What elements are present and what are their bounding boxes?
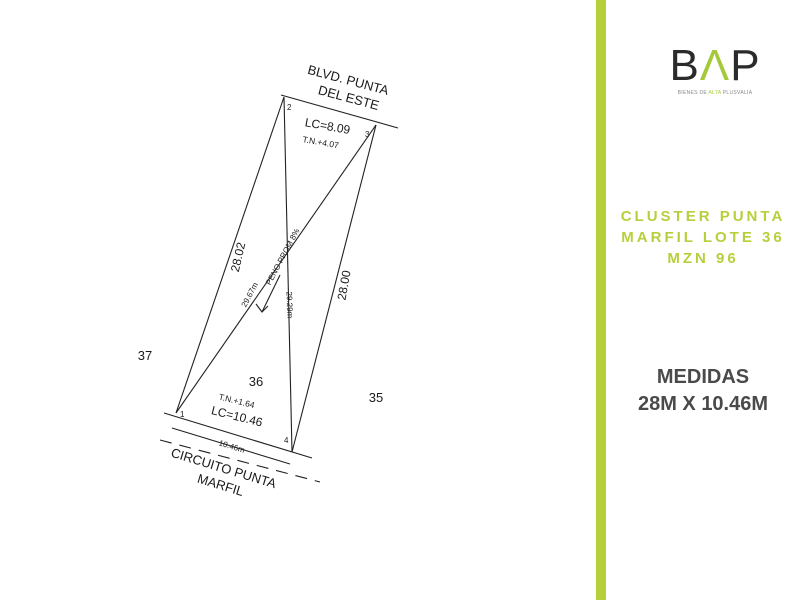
diagonal-b-length: 29.29m — [285, 291, 295, 318]
boundary-left — [175, 96, 285, 414]
lc-bottom: LC=10.46 — [210, 403, 265, 429]
logo-letter-a: Λ — [699, 41, 731, 90]
slope-arrow — [255, 274, 281, 313]
street-line-bottom — [163, 412, 313, 459]
diagonal-a-length: 29.67m — [240, 281, 261, 309]
diagonal-3-1 — [175, 124, 377, 414]
logo-letter-b: B — [669, 41, 700, 90]
lot-36-label: 36 — [249, 374, 263, 389]
vertex-1: 1 — [180, 410, 185, 419]
accent-bar — [596, 0, 606, 600]
property-title: CLUSTER PUNTA MARFIL LOTE 36 MZN 96 — [606, 206, 800, 269]
street-top-label: BLVD. PUNTA DEL ESTE — [306, 62, 391, 113]
tn-top: T.N.+4.07 — [302, 134, 340, 150]
lc-top: LC=8.09 — [304, 115, 352, 137]
title-line: CLUSTER PUNTA — [620, 208, 786, 225]
lot-37-label: 37 — [138, 348, 152, 363]
dimension-line — [171, 427, 291, 465]
measures-block: MEDIDAS 28M X 10.46M — [606, 364, 800, 418]
lot-plan-diagram: BLVD. PUNTA DEL ESTE 2 3 1 4 LC=8.09 T.N… — [138, 62, 399, 499]
slope-label: PENO PROM 8% — [264, 227, 301, 287]
tagline-part: PLUSVALÍA — [721, 90, 753, 96]
vertex-4: 4 — [284, 436, 289, 445]
vertex-2: 2 — [287, 103, 292, 112]
street-bottom-label: CIRCUITO PUNTA MARFIL — [169, 445, 278, 499]
front-length: 10.46m — [218, 438, 246, 455]
tagline-part: ALTA — [708, 90, 722, 96]
title-line: MARFIL LOTE 36 — [621, 229, 785, 246]
logo-letter-p: P — [730, 41, 761, 90]
title-line: MZN 96 — [667, 250, 739, 267]
bap-logo: BΛP BIENES DE ALTA PLUSVALÍA — [660, 41, 770, 97]
measures-label: MEDIDAS — [656, 366, 750, 388]
side-right-length: 28.00 — [335, 269, 354, 301]
side-left-length: 28.02 — [228, 241, 248, 274]
measures-value: 28M X 10.46M — [637, 393, 769, 415]
diagonal-2-4 — [283, 96, 293, 453]
lot-35-label: 35 — [369, 390, 383, 405]
vertex-3: 3 — [365, 130, 370, 139]
logo-tagline: BIENES DE ALTA PLUSVALÍA — [660, 90, 770, 96]
boundary-right — [291, 124, 377, 453]
street-line-top — [280, 94, 399, 129]
street-dash — [159, 439, 321, 483]
tagline-part: BIENES DE — [677, 90, 709, 96]
